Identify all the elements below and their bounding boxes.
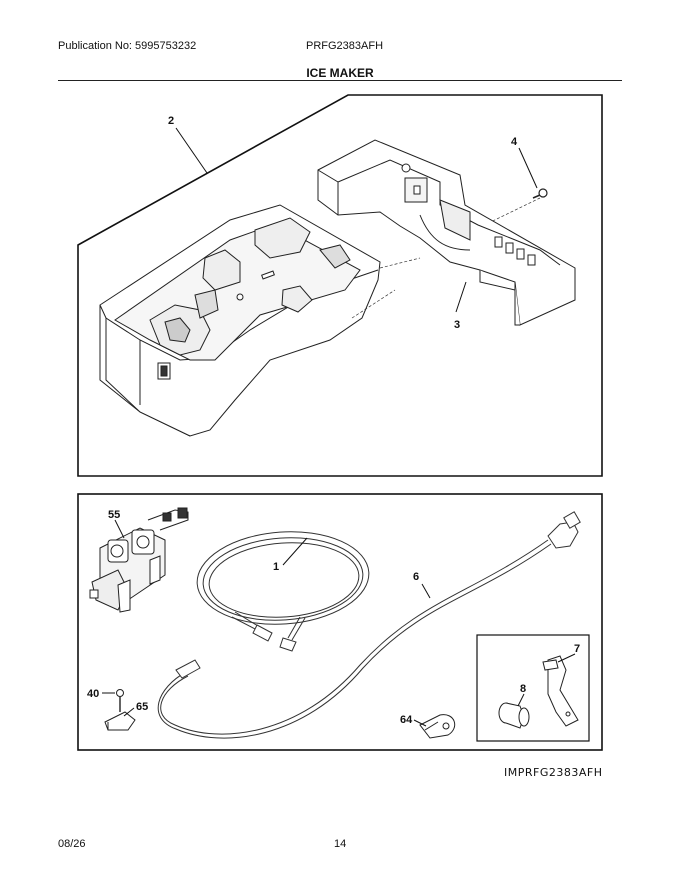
header-rule (58, 80, 622, 81)
publication-number: Publication No: 5995753232 (58, 40, 197, 52)
callout-1: 1 (273, 561, 279, 573)
ice-maker-bracket (317, 139, 576, 326)
screw-part-40 (116, 689, 124, 712)
callout-7: 7 (574, 643, 580, 655)
callout-65: 65 (136, 701, 148, 713)
tube-fitting-part-7 (542, 655, 579, 727)
callout-8: 8 (520, 683, 526, 695)
callout-40: 40 (87, 688, 99, 700)
water-valve-part-55 (89, 507, 189, 613)
lower-panel-frame (77, 493, 603, 751)
upper-panel-frame (77, 94, 603, 477)
upper-leader-lines (175, 127, 538, 313)
model-number: PRFG2383AFH (306, 40, 384, 52)
water-tubing-coil-part-1 (196, 531, 370, 652)
callout-2: 2 (168, 115, 174, 127)
water-tube-part-6 (157, 511, 581, 739)
image-code: IMPRFG2383AFH (504, 766, 603, 779)
callout-55: 55 (108, 509, 120, 521)
tube-clip-part-64 (419, 714, 456, 739)
section-title: ICE MAKER (306, 66, 374, 80)
lower-leader-lines (102, 519, 576, 727)
callout-64: 64 (400, 714, 413, 726)
footer-date: 08/26 (58, 838, 86, 850)
callout-6: 6 (413, 571, 419, 583)
ice-maker-housing (99, 204, 381, 437)
page-number: 14 (334, 838, 347, 850)
callout-4: 4 (511, 136, 518, 148)
callout-3: 3 (454, 319, 460, 331)
clamp-bracket-part-65 (104, 711, 136, 731)
fittings-inset-frame (476, 634, 590, 742)
union-nut-part-8 (498, 702, 530, 729)
screw-part-4 (532, 188, 548, 199)
